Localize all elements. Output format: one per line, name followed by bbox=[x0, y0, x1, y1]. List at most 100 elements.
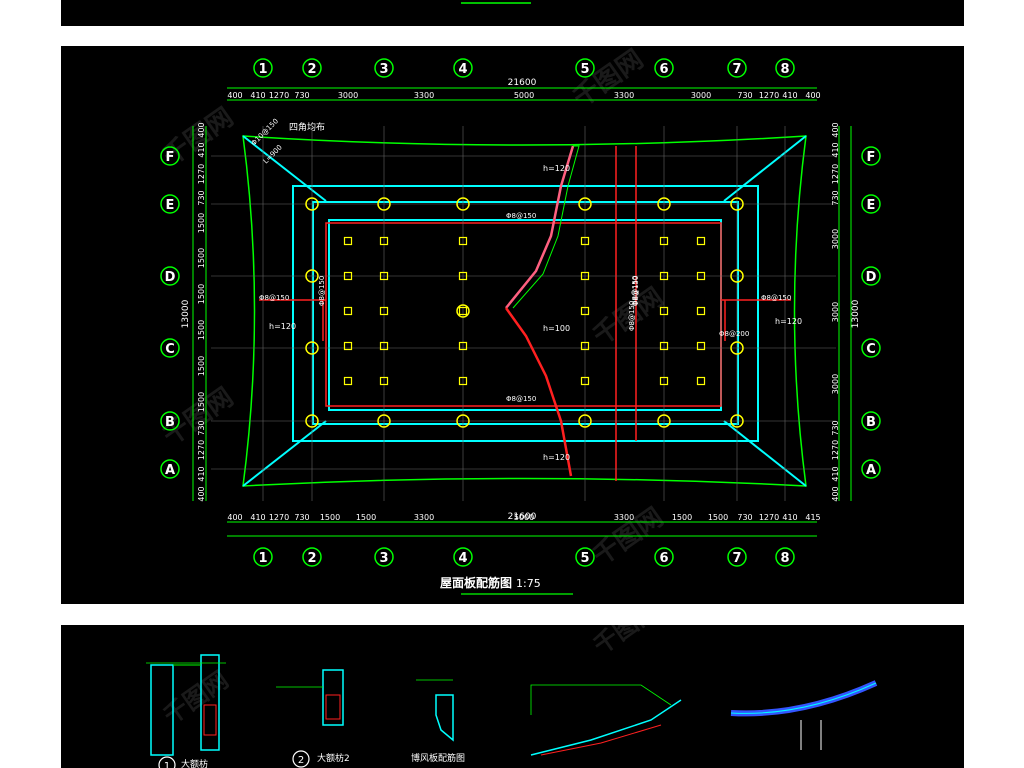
corner-note: 四角均布 bbox=[289, 121, 325, 133]
detail-5-curved-beam bbox=[730, 680, 878, 750]
grid-bubble-right-E-label: E bbox=[867, 198, 876, 213]
detail-2-number: 2 bbox=[298, 755, 304, 766]
left-dimension: 400 bbox=[197, 486, 206, 501]
bottom-dimension: 1500 bbox=[708, 513, 728, 522]
right-dimension: 1270 bbox=[831, 440, 840, 460]
right-dimension: 1270 bbox=[831, 164, 840, 184]
right-dimension: 400 bbox=[831, 486, 840, 501]
top-dimension: 400 bbox=[805, 91, 820, 100]
top-dimension: 400 bbox=[227, 91, 242, 100]
right-dimension: 3000 bbox=[831, 229, 840, 249]
grid-bubble-bottom-4-label: 4 bbox=[458, 551, 467, 566]
left-dimension: 1500 bbox=[197, 248, 206, 268]
grid-bubble-left-D-circle bbox=[160, 266, 180, 286]
grid-bubble-left-B-label: B bbox=[165, 415, 175, 430]
grid-bubble-top-7-label: 7 bbox=[732, 62, 741, 77]
grid-bubble-bottom-2-circle bbox=[302, 547, 322, 567]
column-large bbox=[730, 269, 744, 283]
rebar-label: Φ10@150 bbox=[250, 117, 280, 147]
column-small bbox=[379, 306, 389, 316]
column-small bbox=[659, 271, 669, 281]
grid-bubble-right-D-circle bbox=[861, 266, 881, 286]
column-large bbox=[305, 414, 319, 428]
column-small bbox=[580, 236, 590, 246]
bottom-dimension: 1500 bbox=[320, 513, 340, 522]
column-small bbox=[458, 376, 468, 386]
detail-drawings: 千图网 千图网 1 大额枋 2 大额枋2 博风板配筋图 bbox=[146, 625, 878, 768]
bottom-dimension: 730 bbox=[294, 513, 309, 522]
grid-bubble-left-A-label: A bbox=[165, 463, 175, 478]
column-small bbox=[343, 376, 353, 386]
left-dimension: 1270 bbox=[197, 164, 206, 184]
right-dimension: 3000 bbox=[831, 374, 840, 394]
grid-bubble-bottom-4-circle bbox=[453, 547, 473, 567]
column-large bbox=[305, 341, 319, 355]
total-height-left: 13000 bbox=[181, 299, 191, 328]
column-small bbox=[458, 236, 468, 246]
top-dimension: 3000 bbox=[691, 91, 711, 100]
column-small bbox=[659, 376, 669, 386]
column-small bbox=[696, 271, 706, 281]
column-large bbox=[578, 197, 592, 211]
bottom-dimension: 5000 bbox=[514, 513, 534, 522]
grid-bubble-top-2-label: 2 bbox=[307, 62, 316, 77]
top-dimension: 730 bbox=[294, 91, 309, 100]
column-small bbox=[379, 376, 389, 386]
total-height-right: 13000 bbox=[851, 299, 861, 328]
grid-bubble-left-D-label: D bbox=[165, 270, 176, 285]
grid-bubble-bottom-6-circle bbox=[654, 547, 674, 567]
right-dimension: 410 bbox=[831, 142, 840, 157]
rebar-label: Φ8@150 bbox=[632, 276, 640, 306]
detail-1-number: 1 bbox=[164, 761, 170, 768]
grid-bubble-right-E-circle bbox=[861, 194, 881, 214]
left-dimension: 410 bbox=[197, 142, 206, 157]
grid-bubble-right-F-label: F bbox=[867, 150, 876, 165]
left-dimension: 730 bbox=[197, 190, 206, 205]
rebar-label: Φ8@150 bbox=[506, 395, 536, 403]
grid-bubble-top-7-circle bbox=[727, 58, 747, 78]
bottom-dimension: 410 bbox=[782, 513, 797, 522]
grid-bubble-top-3-circle bbox=[374, 58, 394, 78]
left-dimension: 400 bbox=[197, 122, 206, 137]
top-dimension: 1270 bbox=[269, 91, 289, 100]
column-small bbox=[343, 271, 353, 281]
grid-bubble-left-B-circle bbox=[160, 411, 180, 431]
column-large bbox=[305, 197, 319, 211]
bottom-dimension: 1270 bbox=[269, 513, 289, 522]
column-large bbox=[730, 341, 744, 355]
slab-thickness-label: h=120 bbox=[269, 322, 296, 331]
grid-bubble-left-A-circle bbox=[160, 459, 180, 479]
grid-bubble-bottom-7-circle bbox=[727, 547, 747, 567]
column-small bbox=[580, 341, 590, 351]
top-dimension: 410 bbox=[250, 91, 265, 100]
drawing-scale: 1:75 bbox=[516, 577, 541, 590]
grid-bubble-bottom-5-circle bbox=[575, 547, 595, 567]
column-small bbox=[659, 306, 669, 316]
grid-bubble-top-6-circle bbox=[654, 58, 674, 78]
column-large bbox=[657, 414, 671, 428]
grid-bubble-bottom-2-label: 2 bbox=[307, 551, 316, 566]
grid-bubble-bottom-8-circle bbox=[775, 547, 795, 567]
left-dimension: 1500 bbox=[197, 284, 206, 304]
detail-2-label: 大额枋2 bbox=[317, 752, 350, 764]
column-large bbox=[456, 414, 470, 428]
detail-1-beam-section bbox=[146, 654, 226, 756]
left-dimension-texts: 4004101270730150015001500150015001500730… bbox=[197, 122, 206, 501]
grid-bubble-top-5-label: 5 bbox=[580, 62, 589, 77]
grid-bubble-top-5-circle bbox=[575, 58, 595, 78]
grid-bubble-right-F-circle bbox=[861, 146, 881, 166]
grid-bubble-left-E-circle bbox=[160, 194, 180, 214]
column-small bbox=[580, 271, 590, 281]
slab-thickness-label: h=100 bbox=[543, 324, 570, 333]
column-large bbox=[730, 197, 744, 211]
grid-bubble-right-C-circle bbox=[861, 338, 881, 358]
right-dimension: 400 bbox=[831, 122, 840, 137]
columns bbox=[305, 197, 744, 428]
grid-bubble-left-C-label: C bbox=[165, 342, 175, 357]
left-dimension: 1500 bbox=[197, 320, 206, 340]
column-small bbox=[458, 271, 468, 281]
column-small bbox=[343, 236, 353, 246]
